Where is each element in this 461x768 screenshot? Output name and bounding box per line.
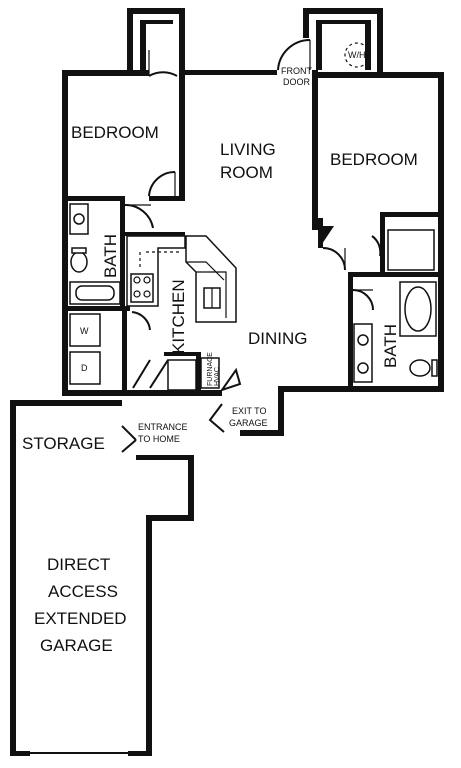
garage-label-line1: DIRECT: [47, 555, 110, 574]
garage-label-line3: EXTENDED: [34, 609, 127, 628]
fixtures: [69, 42, 438, 391]
exit-label-line1: EXIT TO: [232, 406, 267, 416]
bedroom-right-label: BEDROOM: [330, 150, 418, 169]
washer-label: W: [80, 326, 89, 336]
dining-label: DINING: [248, 329, 308, 348]
exit-label-line2: GARAGE: [229, 418, 268, 428]
garage-label-line2: ACCESS: [48, 582, 118, 601]
entrance-label-line2: TO HOME: [138, 434, 180, 444]
room-labels: BEDROOM LIVING ROOM BEDROOM BATH KITCHEN…: [22, 123, 418, 655]
small-labels: FRONT DOOR W/H W D FURNACE HVAC ENTRANCE…: [80, 50, 366, 444]
furnace-label-line2: HVAC: [214, 367, 221, 386]
bath-right-label: BATH: [381, 324, 400, 368]
front-door-label-line2: DOOR: [283, 77, 311, 87]
kitchen-label: KITCHEN: [169, 279, 188, 354]
front-door-label-line1: FRONT: [281, 66, 312, 76]
doors: [30, 38, 382, 754]
living-room-label-line1: LIVING: [220, 140, 276, 159]
bath-left-label: BATH: [101, 234, 120, 278]
water-heater-label: W/H: [348, 50, 366, 60]
storage-label: STORAGE: [22, 434, 105, 453]
living-room-label-line2: ROOM: [220, 163, 273, 182]
entrance-label-line1: ENTRANCE: [138, 422, 188, 432]
furnace-label-line1: FURNACE: [207, 352, 214, 386]
garage-label-line4: GARAGE: [40, 636, 113, 655]
walls: [10, 8, 444, 756]
bedroom-left-label: BEDROOM: [71, 123, 159, 142]
dryer-label: D: [81, 363, 88, 373]
